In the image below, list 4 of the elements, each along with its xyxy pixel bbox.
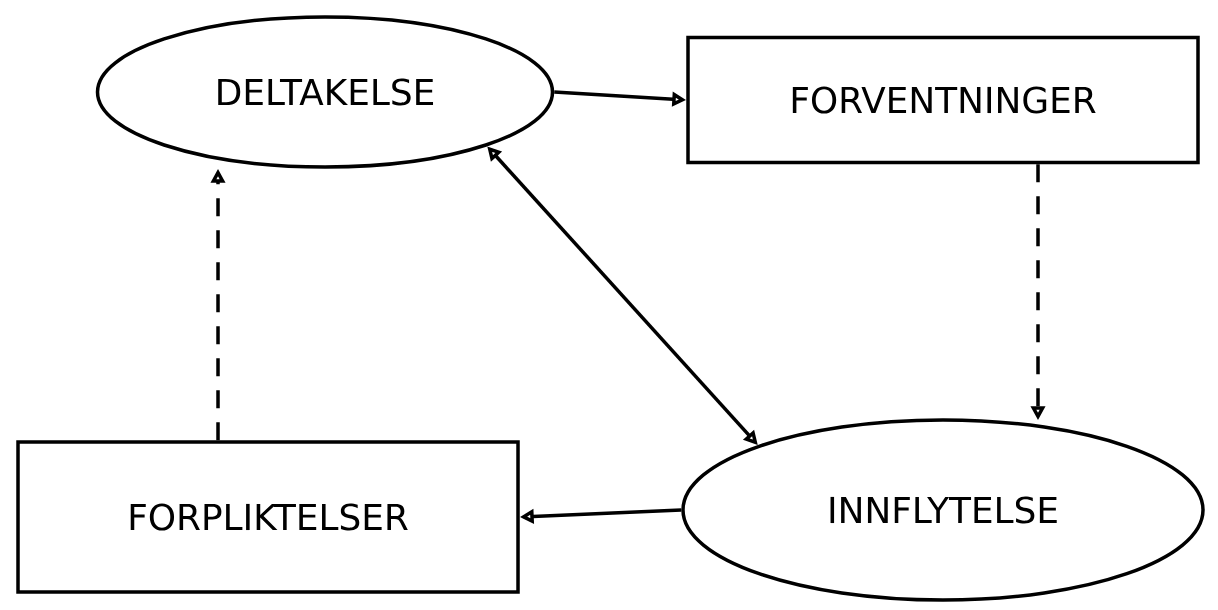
- process-box: FORVENTNINGER: [686, 35, 1200, 165]
- process-box: FORPLIKTELSER: [16, 440, 520, 594]
- oval-node: DELTAKELSE: [95, 15, 555, 169]
- oval-node: INNFLYTELSE: [681, 418, 1205, 602]
